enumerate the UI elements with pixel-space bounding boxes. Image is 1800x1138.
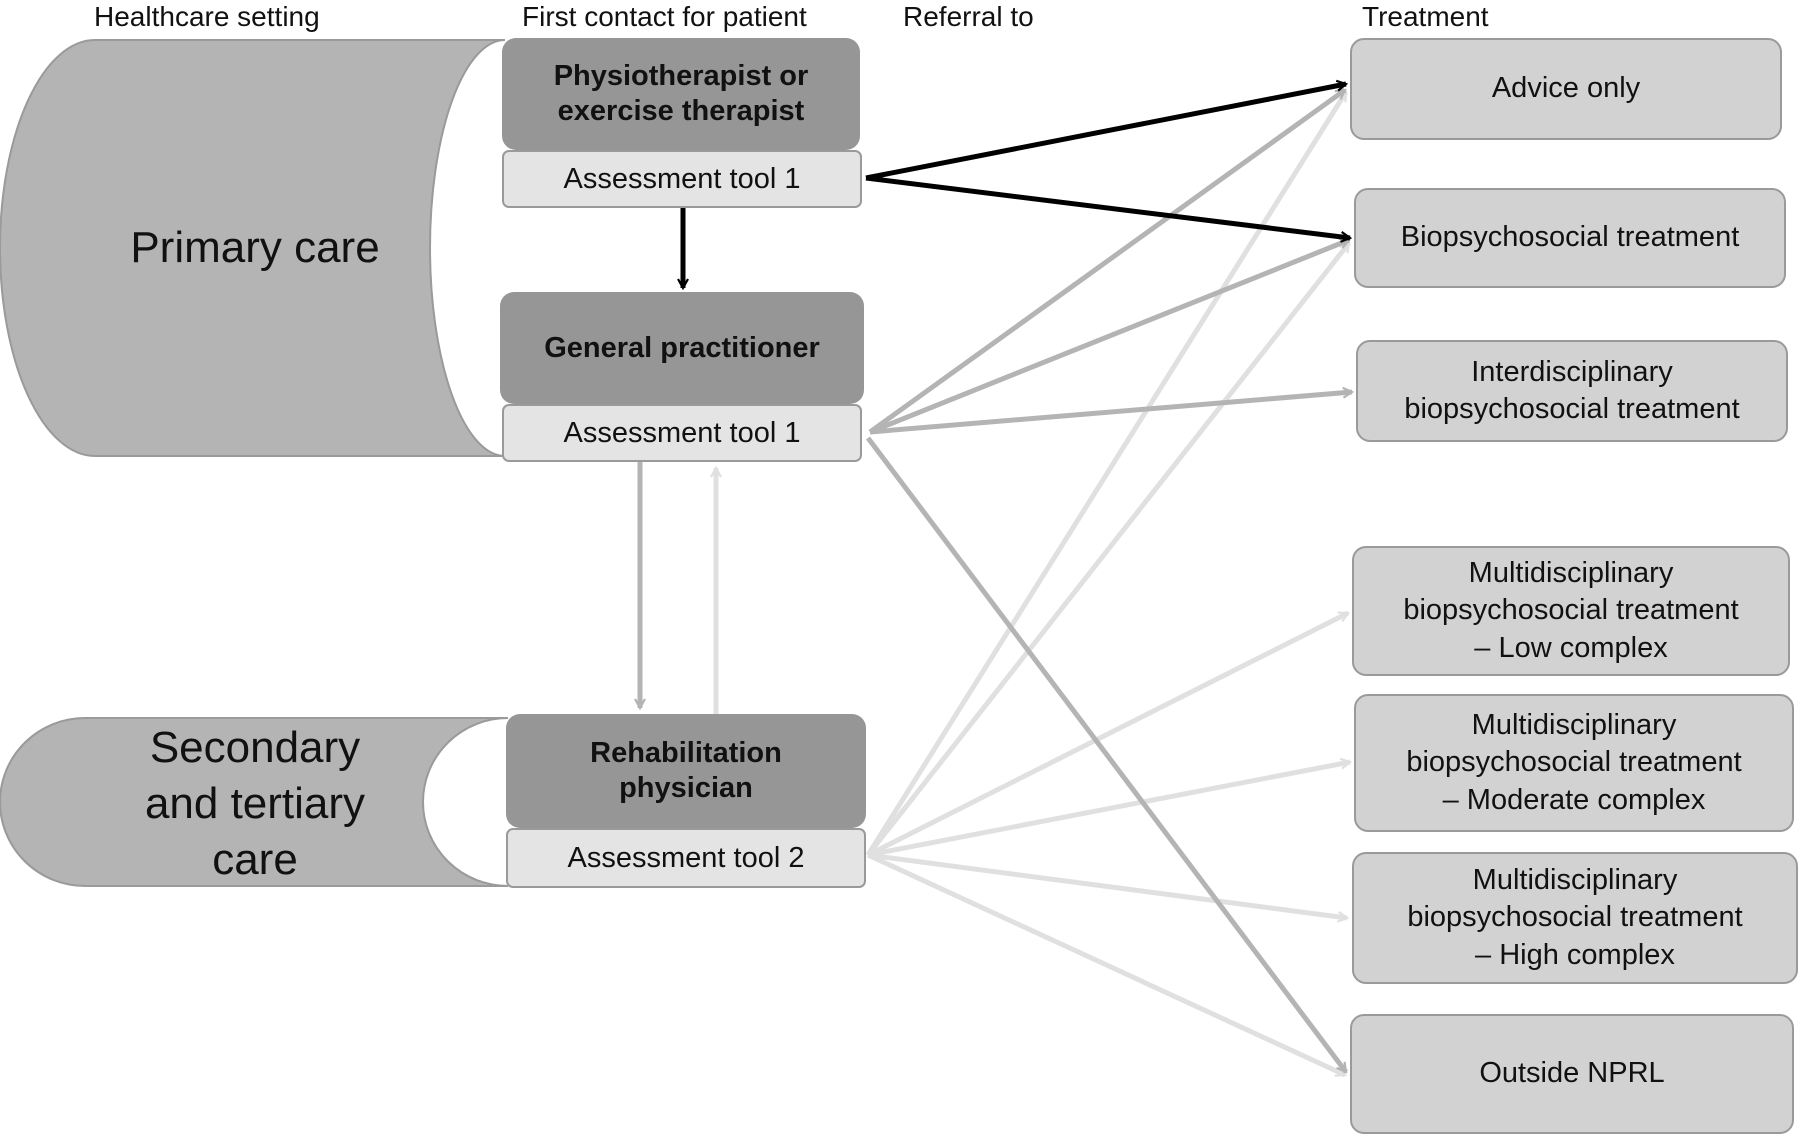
arrow-gp-to-interdisciplinary: [869, 392, 1352, 435]
treatment-multidisciplinary-low: Multidisciplinary biopsychosocial treatm…: [1352, 546, 1790, 676]
treatment-advice-only: Advice only: [1350, 38, 1782, 140]
setting-secondary-tertiary-care: Secondary and tertiary care: [144, 723, 366, 884]
header-referral-to: Referral to: [903, 1, 1034, 32]
arrows-physiotherapist: [683, 84, 1350, 288]
treatment-outside-nprl: Outside NPRL: [1350, 1014, 1794, 1134]
arrow-rehab-to-outside: [866, 852, 1345, 1078]
arrow-gp-to-advice: [868, 87, 1345, 435]
role-general-practitioner: General practitioner: [500, 292, 864, 404]
treatment-multidisciplinary-moderate: Multidisciplinary biopsychosocial treatm…: [1354, 694, 1794, 832]
role-rehabilitation-physician: Rehabilitation physician: [506, 714, 866, 828]
arrow-gp-to-outside: [866, 436, 1348, 1072]
treatment-interdisciplinary: Interdisciplinary biopsychosocial treatm…: [1356, 340, 1788, 442]
treatment-biopsychosocial: Biopsychosocial treatment: [1354, 188, 1786, 288]
arrows-general-practitioner: [640, 87, 1352, 1072]
role-physiotherapist: Physiotherapist or exercise therapist: [502, 38, 860, 150]
arrow-rehab-to-biopsychosocial: [866, 243, 1351, 857]
assessment-tool-rehabilitation-physician: Assessment tool 2: [506, 828, 866, 888]
arrow-rehab-to-multi-high: [867, 852, 1347, 918]
header-first-contact: First contact for patient: [522, 1, 807, 32]
header-treatment: Treatment: [1362, 1, 1489, 32]
arrows-rehabilitation: [716, 92, 1351, 1078]
treatment-multidisciplinary-high: Multidisciplinary biopsychosocial treatm…: [1352, 852, 1798, 984]
setting-primary-care: Primary care: [130, 223, 380, 272]
arrow-rehab-to-advice: [865, 92, 1349, 857]
arrow-rehab-to-multi-moderate: [867, 762, 1350, 858]
arrow-physio-to-advice: [865, 84, 1346, 181]
arrow-gp-to-biopsychosocial: [869, 240, 1349, 435]
assessment-tool-general-practitioner: Assessment tool 1: [502, 404, 862, 462]
arrow-rehab-to-multi-low: [866, 610, 1348, 858]
arrow-physio-to-biopsychosocial: [865, 175, 1350, 238]
assessment-tool-physiotherapist: Assessment tool 1: [502, 150, 862, 208]
header-healthcare-setting: Healthcare setting: [94, 1, 320, 32]
